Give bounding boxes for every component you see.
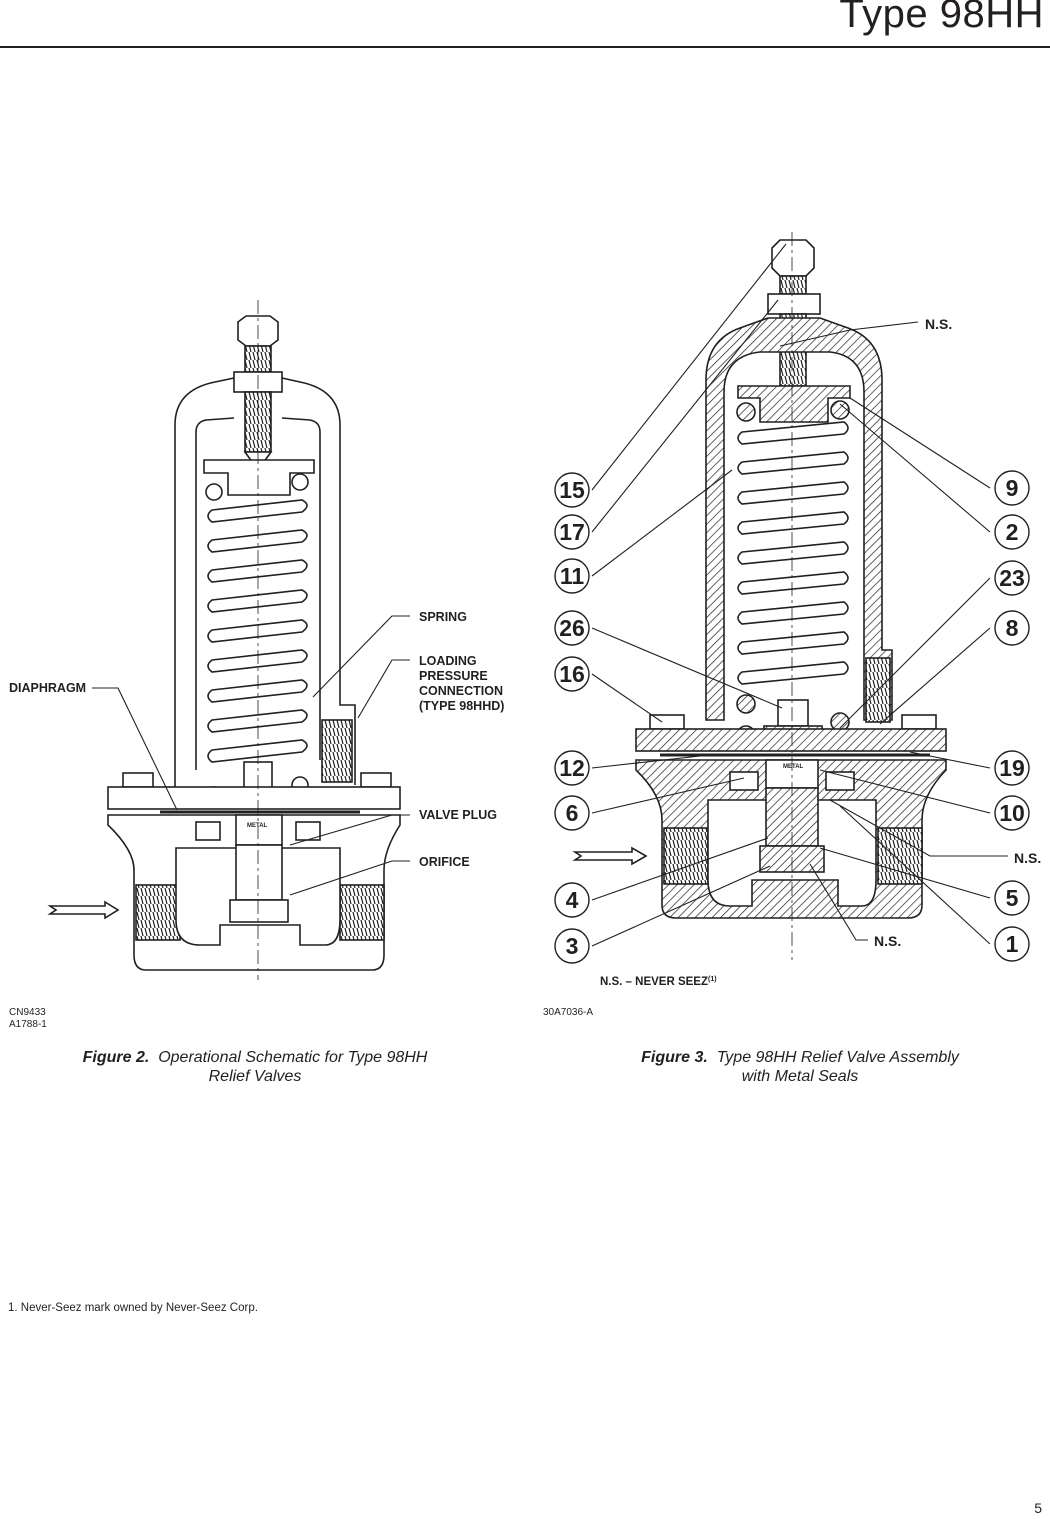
callout-number-left-2: 11 xyxy=(560,563,585,589)
spring-section xyxy=(737,421,849,685)
callout-circle-right-0 xyxy=(994,470,1030,506)
figure2-drawing-ids: CN9433 A1788-1 xyxy=(9,1007,47,1031)
diaphragm-leader xyxy=(92,687,178,811)
callout-number-right-0: 9 xyxy=(1006,475,1019,501)
label-loading-3: CONNECTION xyxy=(419,684,503,698)
label-loading-4: (TYPE 98HHD) xyxy=(419,699,504,713)
callout-circle-left-2 xyxy=(554,558,590,594)
upper-spring-seat xyxy=(203,459,315,496)
orifice-leader xyxy=(289,860,410,896)
callout-number-left-8: 3 xyxy=(566,933,579,959)
figure3-number: Figure 3. xyxy=(641,1049,708,1066)
drawing-id-2: A1788-1 xyxy=(9,1019,47,1030)
ns-label-top: N.S. xyxy=(925,316,952,332)
callout-number-left-0: 15 xyxy=(559,477,585,503)
callout-circle-left-5 xyxy=(554,750,590,786)
valve-plug xyxy=(235,844,283,901)
label-spring: SPRING xyxy=(419,610,467,624)
callout-circle-right-4 xyxy=(994,750,1030,786)
callout-circle-left-7 xyxy=(554,882,590,918)
callout-circle-right-5 xyxy=(994,795,1030,831)
figure3-callouts: 15 17 11 26 16 12 6 4 3 9 2 23 8 19 10 5 1 xyxy=(554,470,1030,964)
inlet-thread xyxy=(135,884,181,941)
callout-circle-right-7 xyxy=(994,926,1030,962)
figure2-labels: SPRING LOADING PRESSURE CONNECTION (TYPE… xyxy=(9,610,504,869)
metal-mark-fig2: METAL xyxy=(247,823,268,829)
figure2-caption-line2: Relief Valves xyxy=(208,1068,302,1085)
figure3-labels: N.S. N.S. N.S. N.S. – NEVER SEEZ(1) META… xyxy=(600,316,1041,988)
page-header: Type 98HH xyxy=(0,0,1050,48)
callout-number-right-2: 23 xyxy=(999,565,1025,591)
callout-number-right-6: 5 xyxy=(1006,885,1019,911)
outlet-thread xyxy=(339,884,385,941)
figure2-number: Figure 2. xyxy=(82,1049,150,1066)
figure2-caption-line1: Operational Schematic for Type 98HH xyxy=(158,1049,428,1066)
spring xyxy=(207,499,308,763)
callout-circle-left-0 xyxy=(554,472,590,508)
figure3-caption: Figure 3. Type 98HH Relief Valve Assembl… xyxy=(590,1048,1010,1086)
figure3-drawing-id: 30A7036-A xyxy=(543,1007,594,1018)
callout-number-left-5: 12 xyxy=(559,755,585,781)
label-loading-1: LOADING xyxy=(419,654,477,668)
figure3-caption-line2: with Metal Seals xyxy=(741,1068,859,1085)
loading-connection-thread xyxy=(321,719,353,783)
spring-leader xyxy=(312,615,410,698)
callout-circle-right-2 xyxy=(994,560,1030,596)
orifice xyxy=(229,899,289,923)
figure3-caption-line1: Type 98HH Relief Valve Assembly xyxy=(716,1049,959,1066)
figure3-assembly xyxy=(572,232,1008,960)
ns-label-bottom: N.S. xyxy=(874,933,901,949)
figure2-schematic xyxy=(47,300,410,980)
callout-circle-right-3 xyxy=(994,610,1030,646)
figure2-caption: Figure 2. Operational Schematic for Type… xyxy=(40,1048,470,1086)
callout-number-right-4: 19 xyxy=(999,755,1025,781)
callout-number-right-7: 1 xyxy=(1006,931,1019,957)
bonnet-flange xyxy=(107,786,401,810)
footnote: 1. Never-Seez mark owned by Never-Seez C… xyxy=(8,1302,258,1314)
callout-number-right-1: 2 xyxy=(1006,519,1019,545)
loading-leader xyxy=(357,659,410,719)
metal-mark-fig3: METAL xyxy=(783,764,804,770)
page-number: 5 xyxy=(1034,1500,1042,1516)
callout-number-right-3: 8 xyxy=(1006,615,1019,641)
callout-circle-left-3 xyxy=(554,610,590,646)
ns-label-right: N.S. xyxy=(1014,850,1041,866)
label-loading-2: PRESSURE xyxy=(419,669,488,683)
spring-case xyxy=(174,377,356,790)
label-orifice: ORIFICE xyxy=(419,855,470,869)
callout-circle-left-4 xyxy=(554,656,590,692)
callout-number-left-6: 6 xyxy=(566,800,579,826)
callout-number-left-3: 26 xyxy=(559,615,585,641)
callout-number-left-4: 16 xyxy=(559,661,585,687)
callout-circle-left-1 xyxy=(554,514,590,550)
callout-number-right-5: 10 xyxy=(999,800,1025,826)
callout-circle-right-6 xyxy=(994,880,1030,916)
never-seez-legend: N.S. – NEVER SEEZ(1) xyxy=(600,976,717,988)
callout-circle-left-6 xyxy=(554,795,590,831)
valve-plug-leader xyxy=(289,814,410,846)
page-title: Type 98HH xyxy=(839,0,1044,36)
label-diaphragm: DIAPHRAGM xyxy=(9,681,86,695)
label-valve-plug: VALVE PLUG xyxy=(419,808,497,822)
inlet-arrow xyxy=(47,900,120,920)
callout-circle-left-8 xyxy=(554,928,590,964)
drawing-id-1: CN9433 xyxy=(9,1007,46,1018)
callout-number-left-1: 17 xyxy=(559,519,585,545)
callout-circle-right-1 xyxy=(994,514,1030,550)
callout-number-left-7: 4 xyxy=(566,887,579,913)
